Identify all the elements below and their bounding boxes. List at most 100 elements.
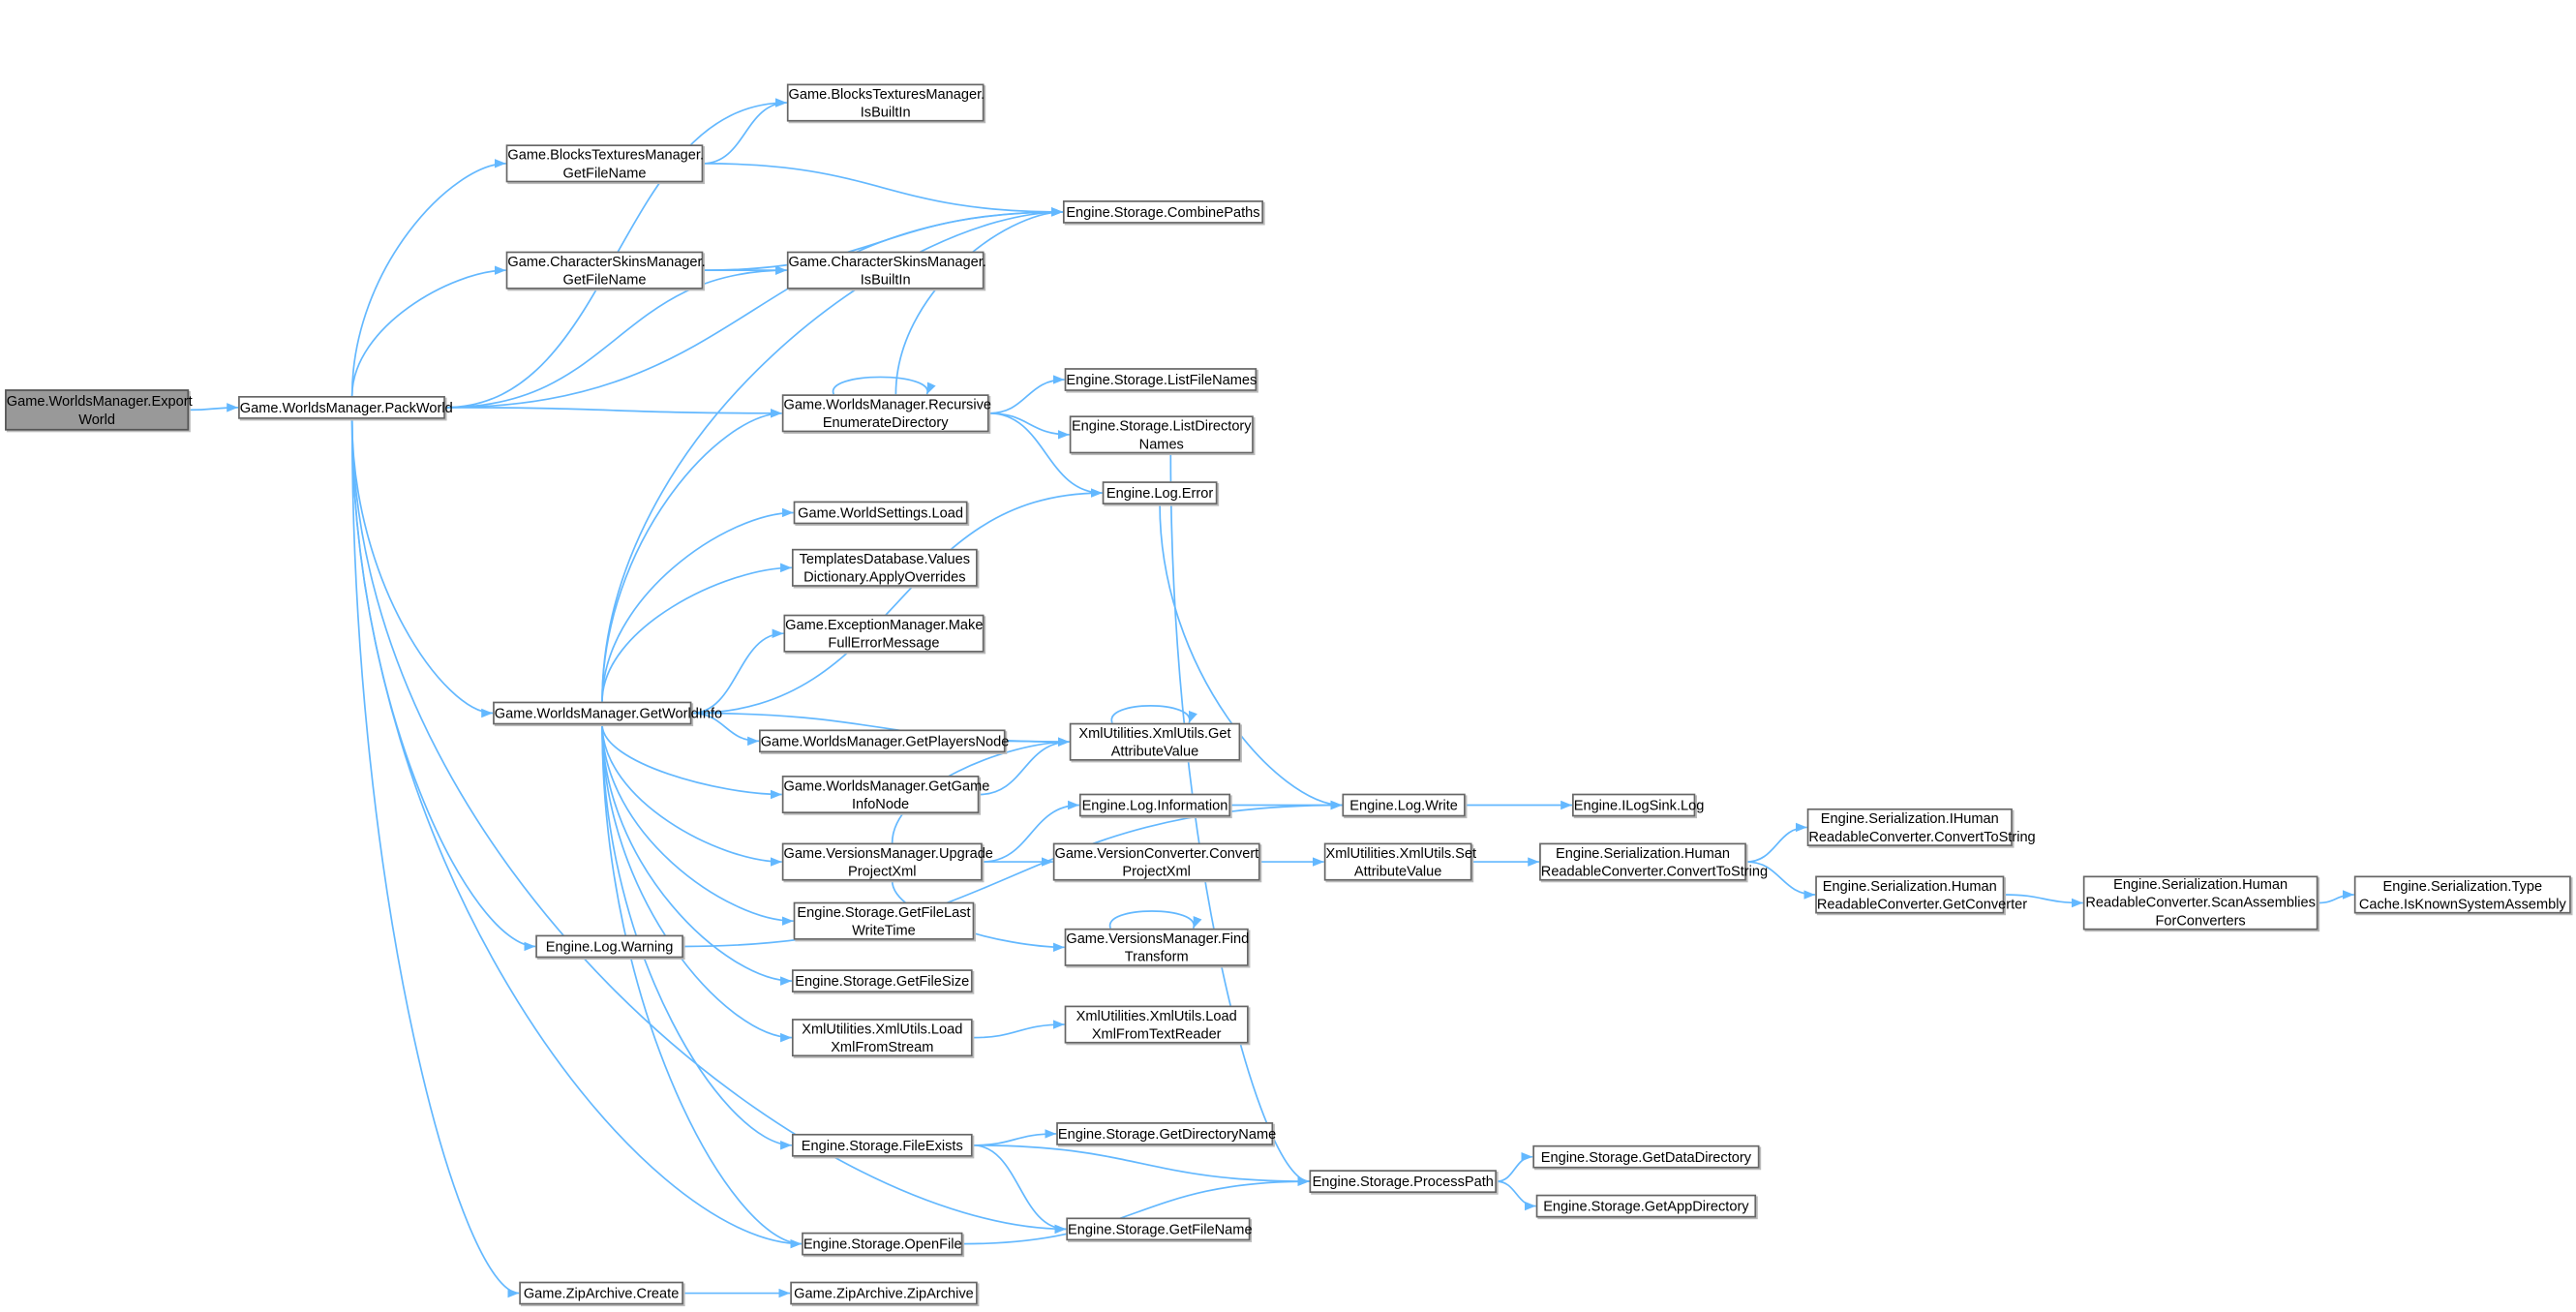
edge-n10-to-n38 xyxy=(1169,453,1310,1186)
edge-n25-to-n27 xyxy=(1745,861,1816,900)
graph-node-label: Engine.Storage.ListFileNames xyxy=(1066,370,1258,387)
graph-node[interactable]: Game.WorldsManager.PackWorld xyxy=(238,395,453,419)
graph-node-label: Engine.Storage.ListDirectory xyxy=(1071,416,1252,434)
edge-n34-to-n35 xyxy=(972,1020,1065,1039)
edge-n38-to-n40 xyxy=(1496,1180,1536,1211)
graph-node-label: XmlUtilities.XmlUtils.Get xyxy=(1078,723,1231,741)
graph-node[interactable]: Engine.Storage.GetDataDirectory xyxy=(1532,1144,1760,1169)
graph-node[interactable]: Engine.ILogSink.Log xyxy=(1572,793,1704,817)
graph-node[interactable]: Game.WorldsManager.GetPlayersNode xyxy=(759,729,1009,753)
graph-node[interactable]: Game.ZipArchive.ZipArchive xyxy=(790,1281,978,1305)
graph-node[interactable]: Engine.Log.Warning xyxy=(535,934,683,959)
graph-node-label: Game.WorldsManager.Export xyxy=(6,391,193,409)
edge-n6-to-n5 xyxy=(703,207,1063,272)
graph-node-label: XmlUtilities.XmlUtils.Load xyxy=(802,1019,963,1036)
graph-node-label: Engine.Log.Error xyxy=(1106,483,1214,501)
graph-node[interactable]: Game.BlocksTexturesManager.IsBuiltIn xyxy=(786,83,985,122)
graph-node[interactable]: Engine.Log.Information xyxy=(1078,793,1231,817)
edge-n15-to-n5 xyxy=(601,207,1063,702)
graph-node-label: Game.WorldsManager.GetGame xyxy=(783,776,990,793)
graph-node[interactable]: Game.CharacterSkinsManager.GetFileName xyxy=(505,251,706,290)
edge-n2-to-n5 xyxy=(444,207,1063,409)
graph-node-label: Game.BlocksTexturesManager. xyxy=(507,145,705,163)
edge-n15-to-n32 xyxy=(601,724,792,986)
graph-node-label: Engine.Storage.GetFileSize xyxy=(795,971,970,989)
graph-node-label: Engine.Storage.FileExists xyxy=(801,1136,963,1153)
edge-n4-to-n5 xyxy=(703,163,1063,217)
edge-n4-to-n3 xyxy=(703,98,787,165)
edge-n2-to-n4 xyxy=(350,159,506,396)
graph-node-label: Engine.Storage.GetAppDirectory xyxy=(1543,1197,1749,1214)
graph-node-label: Game.WorldsManager.Recursive xyxy=(783,395,992,412)
graph-node[interactable]: Game.CharacterSkinsManager.IsBuiltIn xyxy=(786,251,986,290)
graph-node-label: Engine.Serialization.IHuman xyxy=(1820,809,1999,826)
edge-n25-to-n26 xyxy=(1745,822,1807,863)
graph-node[interactable]: Game.BlocksTexturesManager.GetFileName xyxy=(505,144,705,183)
edge-n36-to-n41 xyxy=(972,1144,1067,1235)
graph-node[interactable]: Game.WorldSettings.Load xyxy=(793,501,968,525)
graph-node-label: Game.CharacterSkinsManager. xyxy=(788,252,986,269)
graph-node[interactable]: Engine.Log.Write xyxy=(1342,793,1466,817)
graph-node-label: ReadableConverter.ConvertToString xyxy=(1540,862,1769,879)
graph-node-label: Game.VersionsManager.Upgrade xyxy=(783,843,993,861)
graph-node[interactable]: Engine.Log.Error xyxy=(1102,481,1218,504)
graph-node-label: InfoNode xyxy=(851,794,910,811)
edge-n15-to-n14 xyxy=(691,628,784,715)
graph-node[interactable]: Engine.Storage.GetFileName xyxy=(1066,1217,1253,1241)
edge-n15-to-n13 xyxy=(601,563,792,702)
edge-n15-to-n18 xyxy=(601,724,782,800)
graph-node[interactable]: Engine.Storage.GetAppDirectory xyxy=(1535,1194,1757,1218)
edge-n15-to-n17 xyxy=(691,712,760,747)
graph-node-label: Engine.Serialization.Human xyxy=(1822,876,1997,894)
graph-node-label: FullErrorMessage xyxy=(828,633,940,651)
graph-node[interactable]: Engine.Storage.FileExists xyxy=(791,1133,973,1157)
graph-node[interactable]: Engine.Storage.CombinePaths xyxy=(1062,200,1263,224)
graph-node-label: Game.VersionsManager.Find xyxy=(1066,929,1250,946)
graph-node[interactable]: Engine.Storage.OpenFile xyxy=(802,1232,963,1256)
graph-node-label: ReadableConverter.ConvertToString xyxy=(1808,827,2036,844)
graph-node[interactable]: Engine.Storage.ProcessPath xyxy=(1309,1170,1497,1194)
graph-node[interactable]: Game.WorldsManager.GetWorldInfo xyxy=(493,701,723,725)
edge-n8-to-n11 xyxy=(988,412,1103,498)
graph-node-label: Transform xyxy=(1124,947,1189,964)
graph-node[interactable]: Engine.Storage.GetFileSize xyxy=(791,969,973,992)
graph-node-label: Cache.IsKnownSystemAssembly xyxy=(2358,895,2566,911)
edge-n15-to-n36 xyxy=(601,724,792,1150)
edge-n28-to-n29 xyxy=(2318,890,2354,904)
graph-node-label: Game.CharacterSkinsManager. xyxy=(507,252,706,269)
graph-node-label: XmlFromTextReader xyxy=(1091,1024,1222,1042)
graph-node-label: AttributeValue xyxy=(1353,862,1442,879)
edge-n2-to-n43 xyxy=(350,418,520,1298)
graph-node-label: ProjectXml xyxy=(848,862,917,879)
graph-node[interactable]: Engine.Storage.ListFileNames xyxy=(1064,368,1258,391)
graph-node-label: Game.WorldsManager.GetWorldInfo xyxy=(494,704,723,721)
graph-node-label: ProjectXml xyxy=(1122,862,1191,879)
graph-node-label: Game.VersionConverter.Convert xyxy=(1054,843,1259,861)
graph-node[interactable]: Engine.Storage.GetDirectoryName xyxy=(1056,1122,1276,1145)
edge-n38-to-n39 xyxy=(1496,1151,1533,1182)
graph-node[interactable]: Game.ZipArchive.Create xyxy=(519,1281,683,1305)
graph-node-label: IsBuiltIn xyxy=(860,103,911,120)
graph-node-label: XmlUtilities.XmlUtils.Set xyxy=(1325,843,1477,861)
graph-node-label: Engine.Log.Warning xyxy=(545,937,674,955)
edge-n15-to-n42 xyxy=(601,724,803,1249)
